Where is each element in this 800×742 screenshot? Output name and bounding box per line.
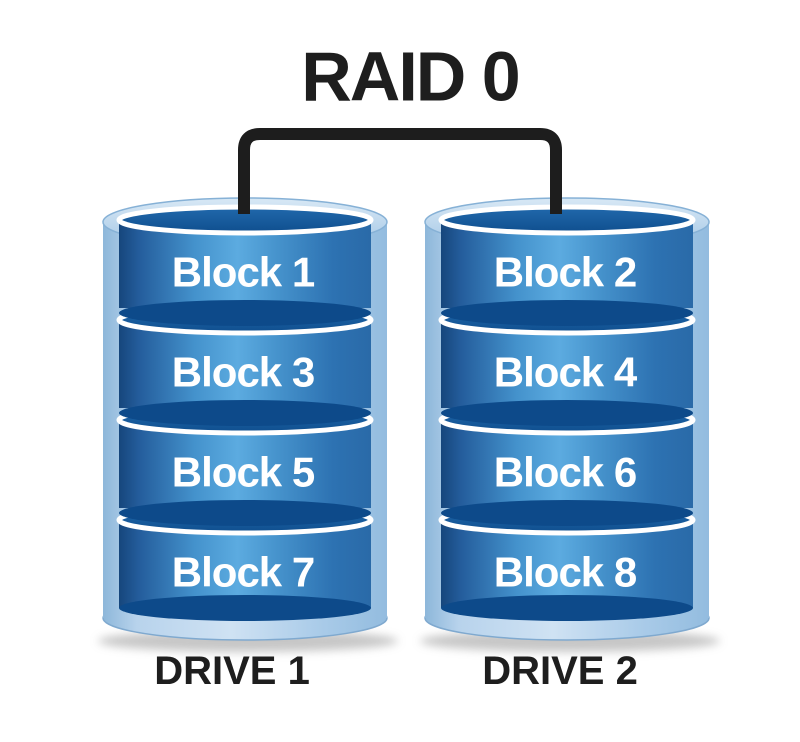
block-label: Block 5: [172, 449, 315, 496]
block-label: Block 8: [494, 549, 637, 596]
drive-2-block-6-bottom-band: [441, 500, 693, 526]
block-label: Block 2: [494, 249, 636, 296]
drive-2-block-8-bottom-band: [441, 595, 693, 621]
drive-1-block-7-bottom-band: [119, 595, 371, 621]
drive-2-block-2-bottom-band: [441, 300, 693, 326]
drive-1-block-3-bottom-band: [119, 400, 371, 426]
drive-1-label: DRIVE 1: [154, 649, 310, 693]
block-label: Block 6: [494, 449, 636, 496]
block-label: Block 4: [494, 349, 638, 396]
drive-1-block-1-bottom-band: [119, 300, 371, 326]
drive-1-block-5-bottom-band: [119, 500, 371, 526]
block-label: Block 7: [172, 549, 314, 596]
drive-1: Block 1 Block 3 Block 5 Block 7 DRIVE 1: [98, 197, 398, 693]
connector-bracket: [238, 128, 562, 214]
block-label: Block 1: [172, 249, 315, 296]
diagram-title: RAID 0: [301, 38, 519, 116]
drive-2-block-4-bottom-band: [441, 400, 693, 426]
drive-2-label: DRIVE 2: [482, 649, 638, 693]
drive-2: Block 2 Block 4 Block 6 Block 8 DRIVE 2: [420, 197, 720, 693]
drive-2-block-2-disk-rim: [438, 204, 696, 236]
block-label: Block 3: [172, 349, 314, 396]
